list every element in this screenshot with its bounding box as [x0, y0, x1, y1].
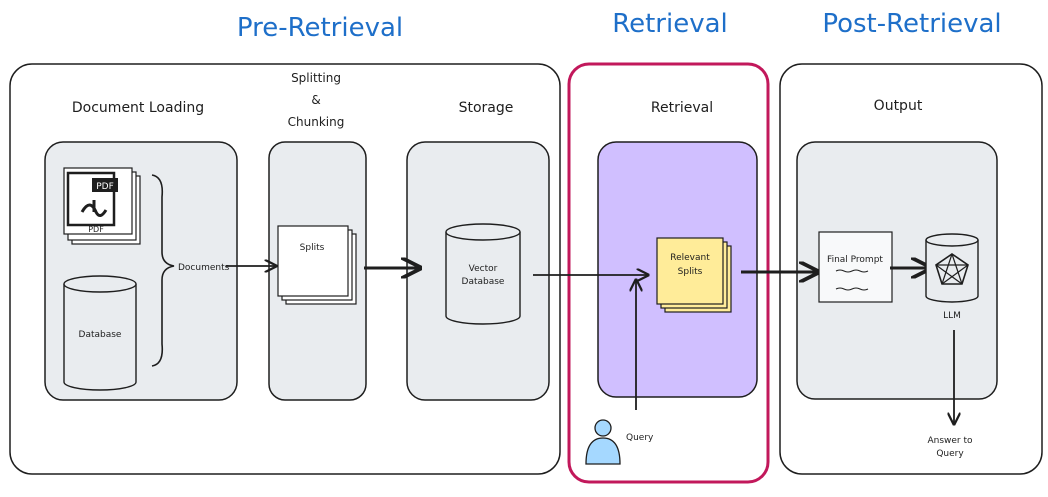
llm-label: LLM: [943, 311, 961, 321]
splits-label: Splits: [300, 243, 325, 253]
stage-document-loading: Document Loading: [72, 100, 204, 116]
stage-splitting-1: Splitting: [291, 71, 341, 85]
answer-label-2: Query: [936, 449, 964, 459]
vector-db-label-2: Database: [462, 277, 505, 287]
user-icon: [585, 419, 621, 465]
database-icon: [63, 275, 137, 391]
title-post-retrieval: Post-Retrieval: [822, 9, 1001, 39]
stage-storage: Storage: [459, 100, 514, 116]
pdf-icon: [63, 167, 141, 245]
vector-database-icon: [445, 223, 521, 325]
stage-splitting-3: Chunking: [288, 115, 345, 129]
relevant-label-1: Relevant: [670, 253, 710, 263]
stage-splitting-2: &: [311, 93, 320, 107]
query-label: Query: [626, 433, 654, 443]
llm-icon: [925, 233, 979, 303]
pdf-caption: PDF: [88, 225, 104, 234]
final-prompt-label: Final Prompt: [827, 255, 883, 265]
splits-icon: [277, 225, 357, 305]
title-retrieval: Retrieval: [612, 9, 728, 39]
relevant-splits-icon: [656, 237, 732, 313]
pdf-badge-text: PDF: [96, 182, 114, 192]
prompt-lines: [835, 269, 869, 291]
documents-label: Documents: [178, 263, 230, 273]
title-pre-retrieval: Pre-Retrieval: [237, 13, 403, 43]
database-label: Database: [79, 330, 122, 340]
stage-retrieval: Retrieval: [651, 100, 713, 116]
final-prompt-card: [818, 231, 893, 303]
vector-db-label-1: Vector: [469, 264, 498, 274]
relevant-label-2: Splits: [678, 267, 703, 277]
documents-brace: [151, 174, 175, 367]
answer-label-1: Answer to: [927, 436, 973, 446]
stage-output: Output: [874, 98, 923, 114]
